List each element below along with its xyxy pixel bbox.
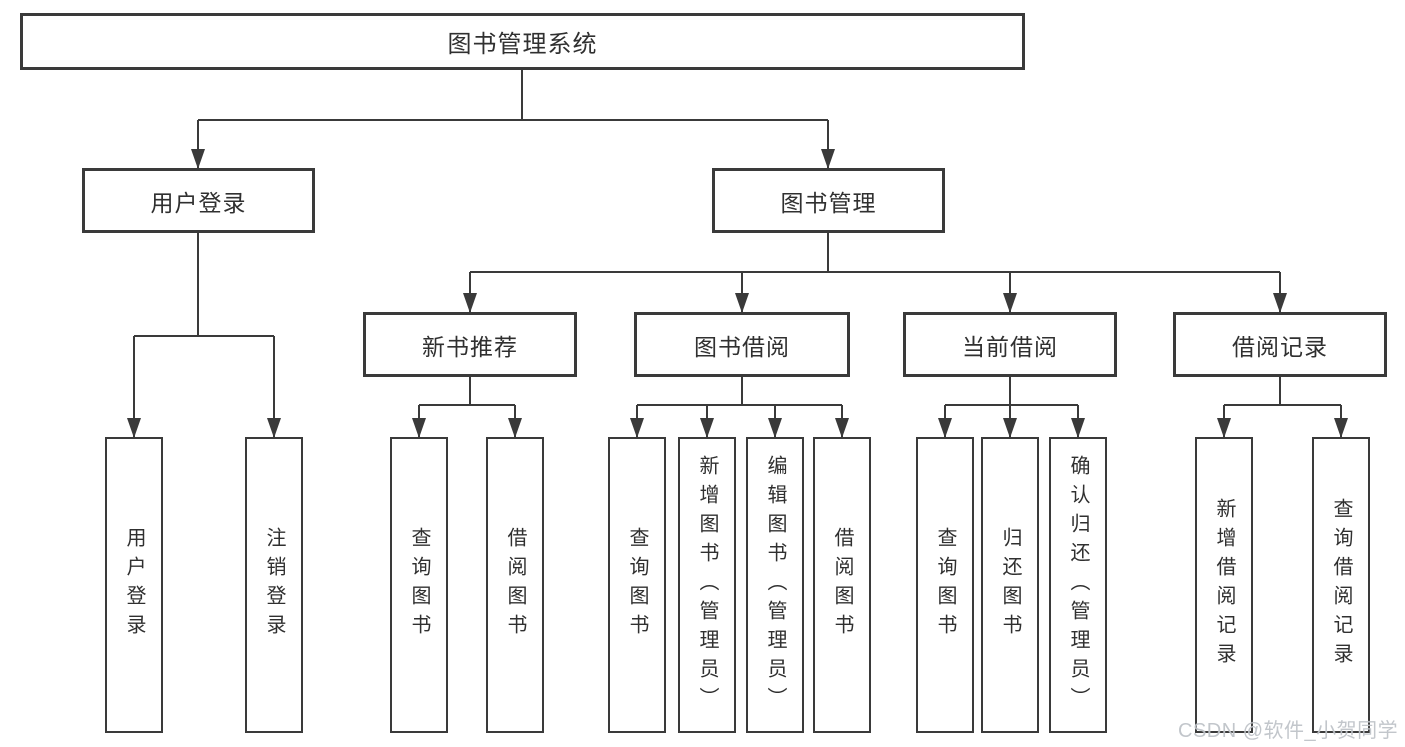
- node-book-management: 图书管理: [712, 168, 945, 233]
- leaf-logout: 注销登录: [245, 437, 303, 733]
- node-book-borrow: 图书借阅: [634, 312, 850, 377]
- leaf-add-borrow-record: 新增借阅记录: [1195, 437, 1253, 733]
- node-library-management-system: 图书管理系统: [20, 13, 1025, 70]
- node-new-book-recommend: 新书推荐: [363, 312, 577, 377]
- leaf-confirm-return-admin: 确认归还（管理员）: [1049, 437, 1107, 733]
- leaf-edit-books-admin: 编辑图书（管理员）: [746, 437, 804, 733]
- node-borrow-records: 借阅记录: [1173, 312, 1387, 377]
- leaf-return-books: 归还图书: [981, 437, 1039, 733]
- node-user-login: 用户登录: [82, 168, 315, 233]
- csdn-watermark: CSDN @软件_小贺同学: [1178, 720, 1399, 742]
- leaf-user-login: 用户登录: [105, 437, 163, 733]
- leaf-borrow-books-recommend: 借阅图书: [486, 437, 544, 733]
- leaf-query-books-borrow: 查询图书: [608, 437, 666, 733]
- leaf-query-books-current: 查询图书: [916, 437, 974, 733]
- leaf-query-borrow-record: 查询借阅记录: [1312, 437, 1370, 733]
- leaf-query-books-recommend: 查询图书: [390, 437, 448, 733]
- leaf-add-books-admin: 新增图书（管理员）: [678, 437, 736, 733]
- leaf-borrow-books: 借阅图书: [813, 437, 871, 733]
- node-current-borrow: 当前借阅: [903, 312, 1117, 377]
